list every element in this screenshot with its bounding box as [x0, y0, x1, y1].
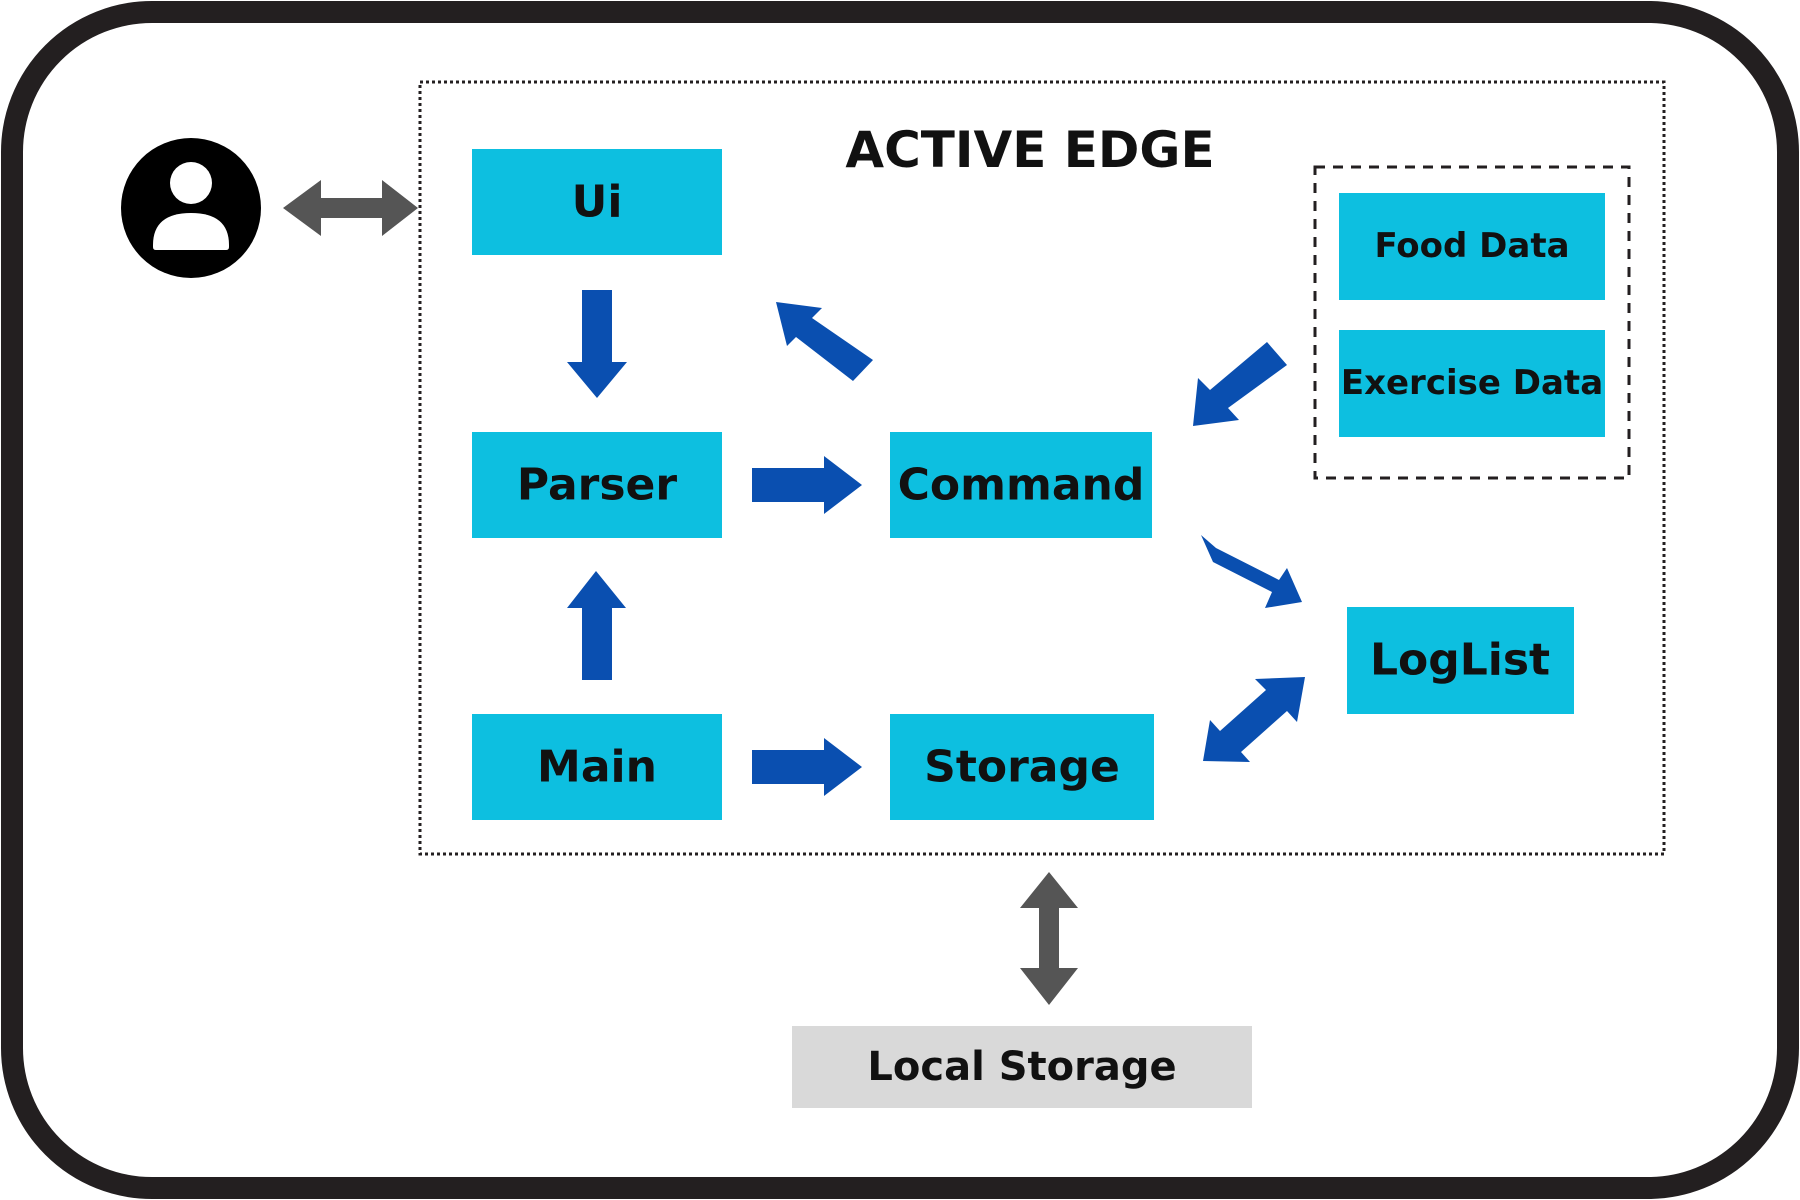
ui-to-parser-arrow — [567, 290, 627, 398]
storage-label: Storage — [924, 742, 1120, 793]
storage-loglist-arrow — [1203, 677, 1305, 762]
local-storage-label: Local Storage — [867, 1044, 1176, 1090]
storage-localstorage-arrow — [1020, 872, 1078, 1005]
storage-box: Storage — [890, 714, 1154, 820]
main-to-storage-arrow — [752, 738, 862, 796]
main-label: Main — [537, 742, 657, 793]
main-box: Main — [472, 714, 722, 820]
data-to-command-arrow — [1193, 342, 1287, 426]
user-system-arrow — [283, 180, 418, 236]
local-storage-box: Local Storage — [792, 1026, 1252, 1108]
command-label: Command — [898, 460, 1145, 511]
parser-to-command-arrow — [752, 456, 862, 514]
loglist-label: LogList — [1370, 635, 1550, 686]
parser-box: Parser — [472, 432, 722, 538]
diagram-title: ACTIVE EDGE — [845, 121, 1214, 179]
exercise-data-label: Exercise Data — [1341, 363, 1603, 403]
data-group-boundary — [1313, 165, 1631, 480]
food-data-box: Food Data — [1339, 193, 1605, 300]
exercise-data-box: Exercise Data — [1339, 330, 1605, 437]
ui-box: Ui — [472, 149, 722, 255]
parser-label: Parser — [517, 460, 677, 511]
command-to-loglist-arrow — [1201, 535, 1302, 608]
loglist-box: LogList — [1347, 607, 1574, 714]
command-to-ui-arrow — [776, 302, 873, 381]
food-data-label: Food Data — [1374, 226, 1569, 266]
main-to-parser-arrow — [567, 571, 626, 680]
ui-label: Ui — [572, 177, 623, 228]
command-box: Command — [890, 432, 1152, 538]
user-icon — [121, 138, 261, 278]
